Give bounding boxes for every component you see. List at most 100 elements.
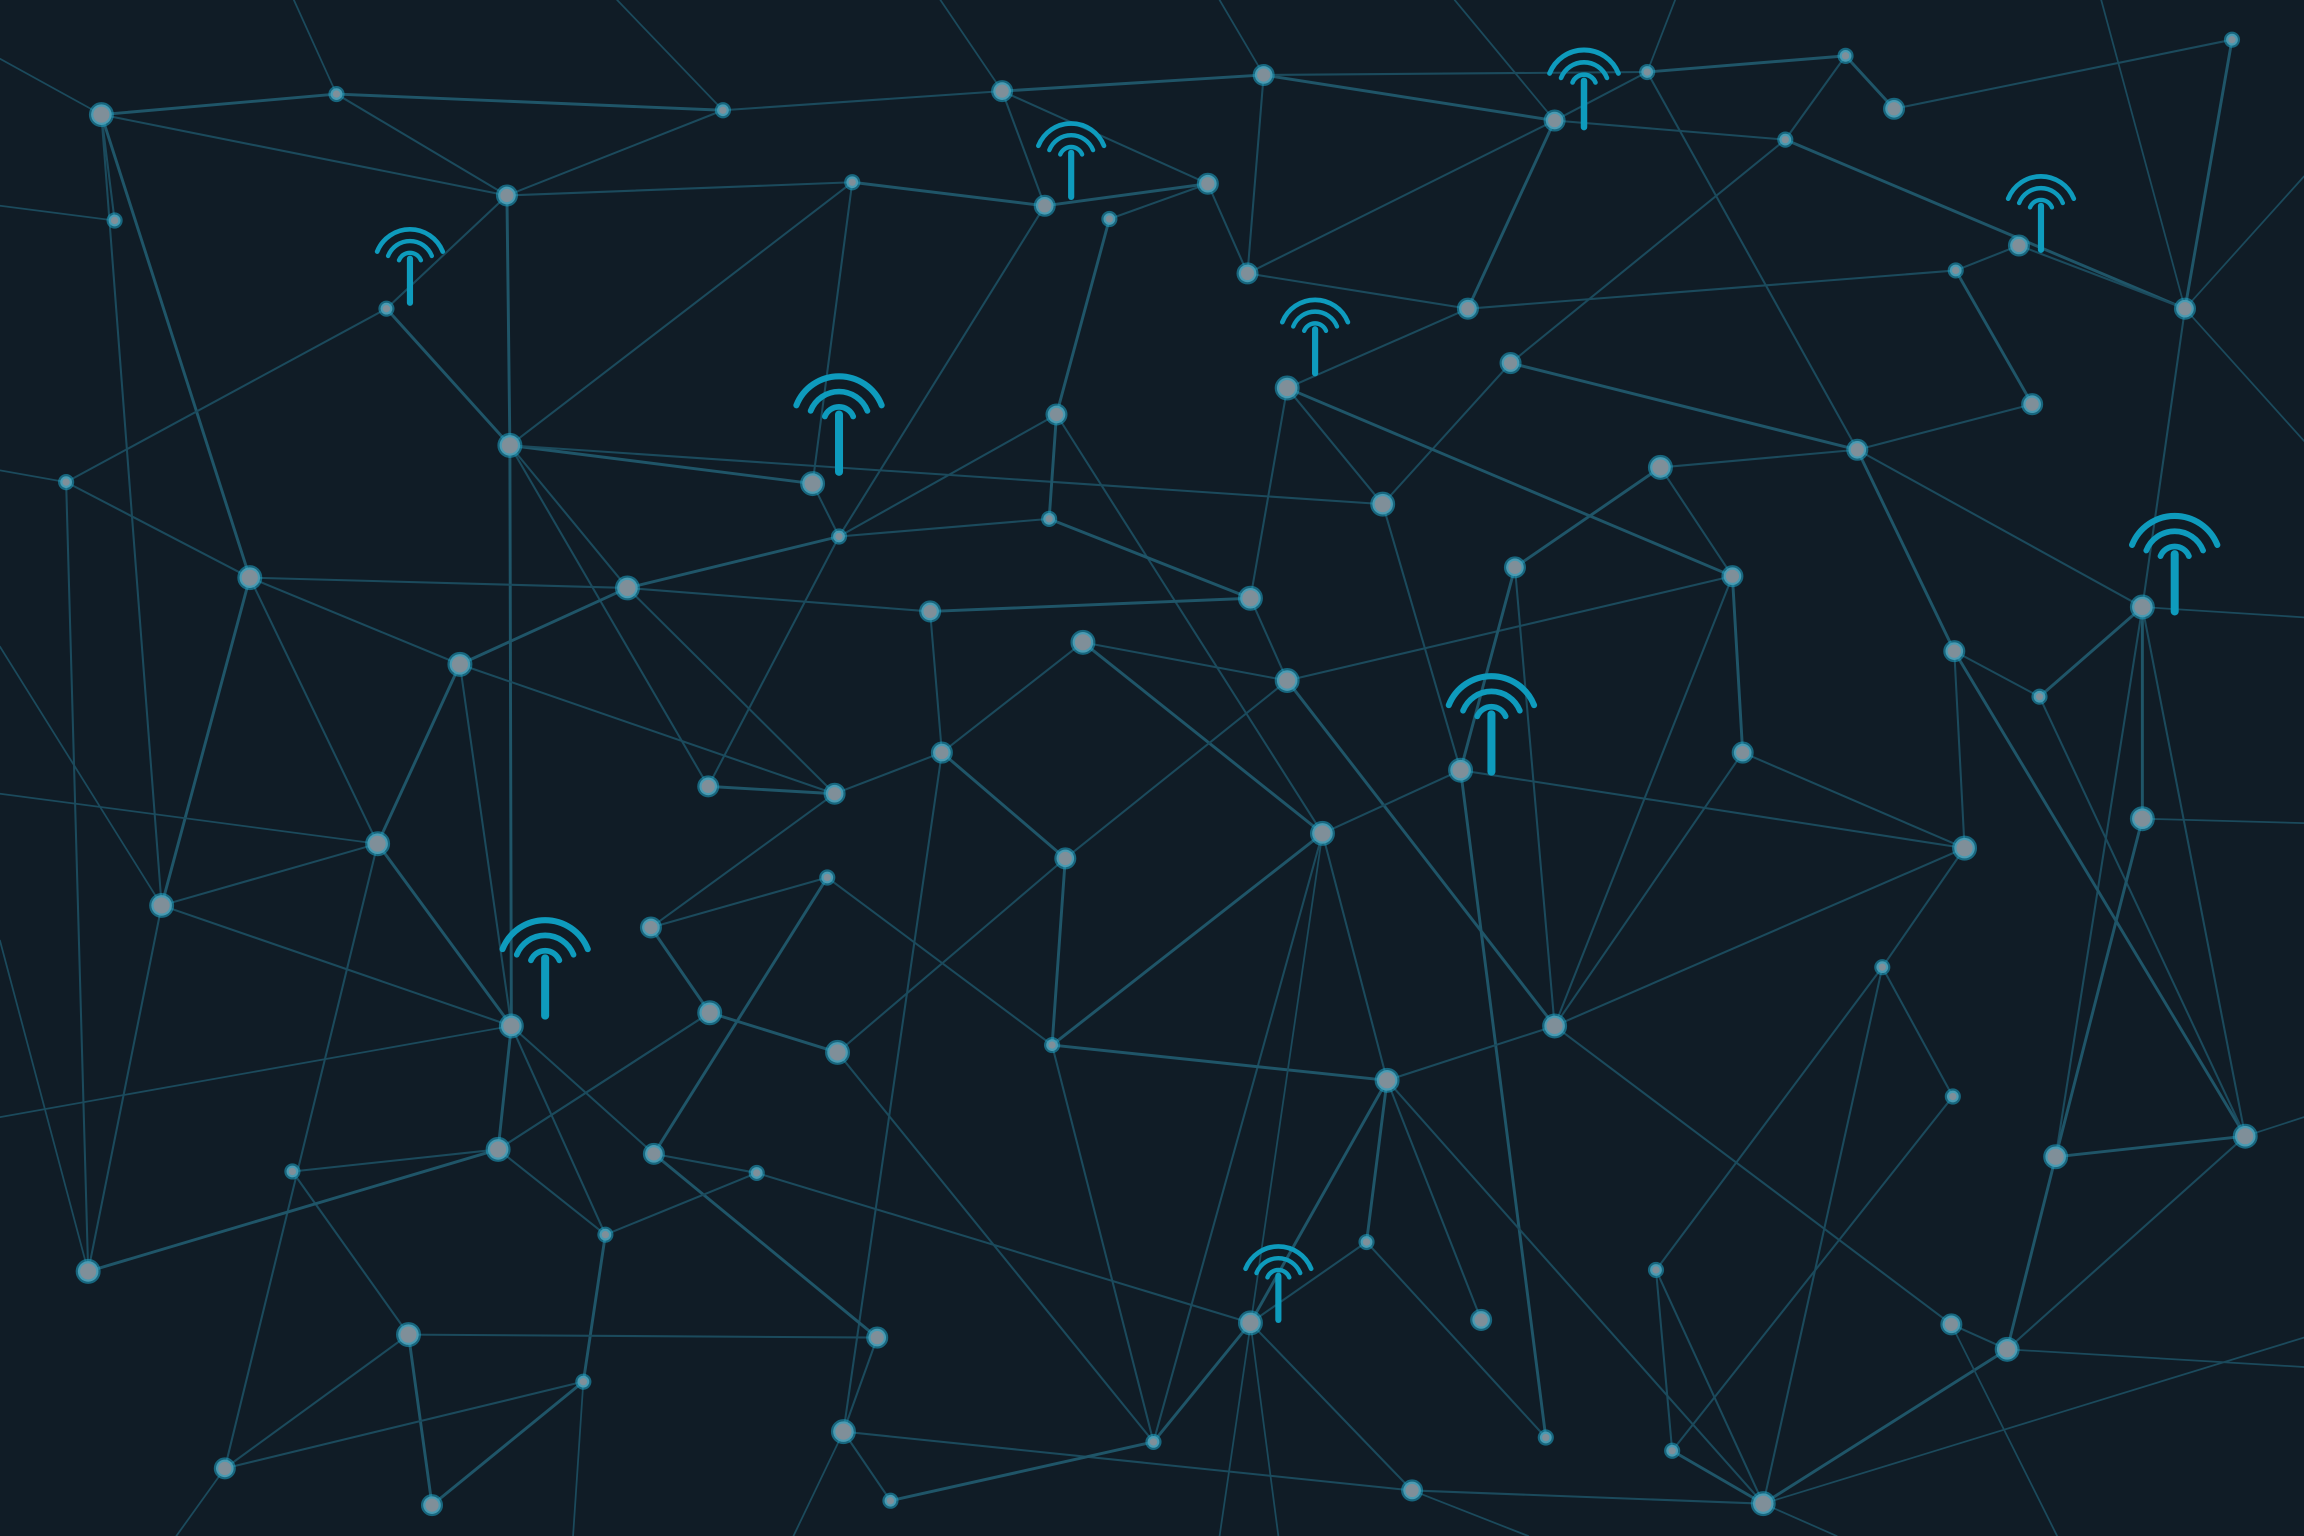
network-link [1386, 1079, 1483, 1321]
network-link [2017, 244, 2187, 310]
network-link [508, 181, 854, 447]
network-node-icon [1731, 741, 1754, 764]
network-link [1855, 448, 1956, 653]
network-link [2141, 606, 2247, 1138]
network-link [1365, 1078, 1389, 1244]
network-link [625, 535, 841, 590]
network-link [508, 443, 815, 486]
network-link [2038, 605, 2144, 699]
network-node-icon [284, 1163, 301, 1180]
network-node-icon [697, 1000, 723, 1026]
network-node-icon [1542, 1013, 1568, 1039]
network-node-icon [1543, 109, 1566, 132]
network-link [1055, 217, 1111, 416]
wifi-antenna-icon [1279, 297, 1351, 377]
network-node-icon [1370, 491, 1396, 517]
network-link [836, 1051, 1155, 1443]
network-link [2141, 606, 2304, 619]
network-link [160, 576, 252, 907]
network-link [1553, 575, 1734, 1027]
network-link [811, 181, 854, 485]
network-link [248, 576, 461, 666]
network-link [1218, 0, 1265, 76]
network-link [100, 113, 163, 907]
network-link [1730, 574, 1745, 755]
network-link [458, 586, 629, 666]
network-link [1645, 54, 1848, 74]
network-node-icon [1994, 1336, 2020, 1362]
network-link [706, 784, 837, 796]
network-link [652, 1152, 879, 1340]
network-link [1783, 138, 2187, 311]
network-link [1108, 182, 1209, 221]
network-link [837, 413, 1058, 538]
network-link [626, 586, 932, 613]
network-node-icon [1777, 131, 1794, 148]
network-link [0, 1025, 513, 1118]
network-link [1411, 1489, 1530, 1536]
network-node-icon [58, 474, 75, 491]
network-link [2006, 1135, 2247, 1351]
network-node-icon [1874, 959, 1891, 976]
network-link [1081, 641, 1289, 682]
network-link [1762, 1336, 2304, 1505]
network-link [649, 926, 712, 1015]
network-link [842, 1430, 1414, 1492]
network-link [1654, 966, 1884, 1271]
network-link [1246, 73, 1265, 275]
network-link [335, 92, 725, 112]
network-link [65, 481, 251, 579]
network-link [1509, 361, 1859, 452]
network-link [1321, 832, 1389, 1082]
network-link [792, 1430, 845, 1536]
network-node-icon [420, 1494, 444, 1517]
network-link [248, 576, 629, 589]
network-node-icon [1721, 565, 1744, 588]
network-link [1386, 1079, 1765, 1505]
network-link [376, 842, 513, 1028]
network-link [1654, 1268, 1765, 1505]
network-node-icon [1448, 757, 1474, 783]
network-link [1881, 847, 1966, 969]
network-link [850, 180, 1047, 208]
network-link [505, 194, 512, 447]
network-node-icon [1041, 510, 1058, 527]
network-link [1761, 1347, 2009, 1506]
network-link [0, 204, 116, 222]
network-link [940, 751, 1067, 860]
network-node-icon [1101, 210, 1118, 228]
network-node-icon [328, 85, 345, 103]
network-link [707, 535, 841, 788]
network-link [1064, 679, 1289, 860]
network-link [1321, 769, 1462, 835]
network-link [86, 1147, 500, 1273]
network-node-icon [1054, 847, 1077, 870]
network-link [1055, 413, 1324, 835]
network-link [223, 1333, 410, 1470]
network-node-icon [930, 741, 953, 764]
network-node-icon [106, 212, 123, 229]
network-link [1248, 1078, 1389, 1325]
network-node-icon [365, 831, 391, 857]
network-node-icon [1470, 1308, 1493, 1331]
network-link [1050, 856, 1067, 1047]
network-link [1513, 566, 1556, 1027]
network-link [223, 1380, 585, 1470]
network-link [1459, 768, 1548, 1439]
network-node-icon [1237, 585, 1263, 611]
network-link [1459, 769, 1966, 850]
network-link [505, 109, 724, 197]
network-link [1381, 503, 1462, 772]
network-link [385, 194, 508, 310]
network-link [1050, 1043, 1389, 1082]
network-node-icon [1647, 454, 1673, 480]
network-node-icon [1374, 1067, 1400, 1093]
network-node-icon [575, 1373, 592, 1390]
network-node-icon [642, 1142, 665, 1165]
network-link [2184, 175, 2304, 310]
network-link [826, 876, 1054, 1047]
network-node-icon [1537, 1429, 1554, 1446]
network-node-icon [497, 432, 523, 458]
network-link [1881, 966, 1954, 1098]
network-node-icon [2223, 31, 2241, 48]
